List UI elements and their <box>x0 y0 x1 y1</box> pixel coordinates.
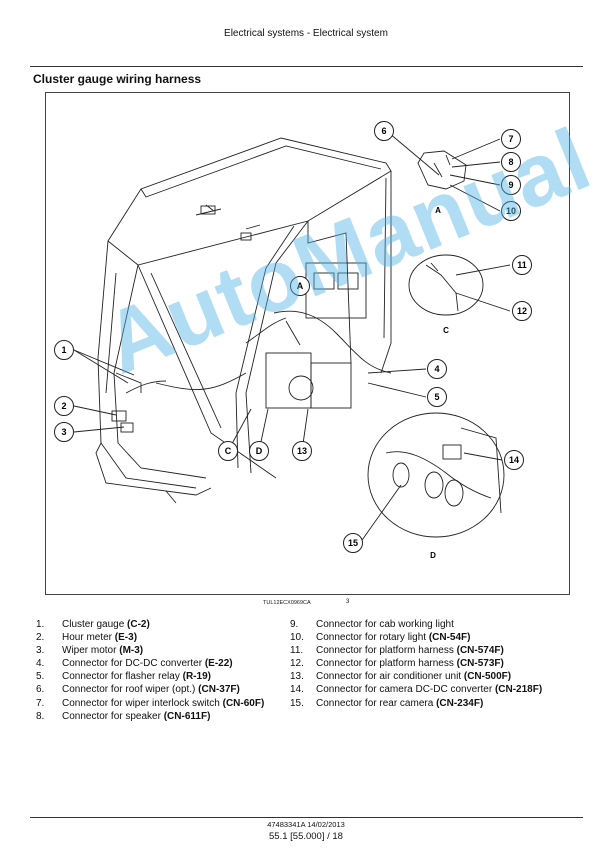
wiring-figure: 1 2 3 4 5 6 7 8 9 10 11 12 13 14 15 A C … <box>45 92 570 595</box>
callout-9: 9 <box>501 175 521 195</box>
legend-item: 10.Connector for rotary light (CN-54F) <box>290 632 471 644</box>
legend-item: 9.Connector for cab working light <box>290 619 454 630</box>
callouts: 1 2 3 4 5 6 7 8 9 10 11 12 13 14 15 A C … <box>54 121 532 553</box>
svg-text:15: 15 <box>348 538 358 548</box>
svg-text:9: 9 <box>508 180 513 190</box>
legend-item: 14.Connector for camera DC-DC converter … <box>290 684 543 696</box>
legend-item: 6.Connector for roof wiper (opt.) (CN-37… <box>36 684 240 696</box>
view-label-a: A <box>435 206 441 215</box>
callout-5: 5 <box>427 387 447 407</box>
callout-2: 2 <box>54 396 74 416</box>
footer-doc-ref: 47483341A 14/02/2013 <box>267 820 345 829</box>
legend-item: 5.Connector for flasher relay (R-19) <box>36 671 211 683</box>
detail-d-circle <box>367 412 505 538</box>
svg-text:10: 10 <box>506 206 516 216</box>
figure-code: TUL12ECX0969CA <box>263 600 311 606</box>
callout-10: 10 <box>501 201 521 221</box>
svg-text:A: A <box>297 281 304 291</box>
svg-text:6: 6 <box>381 126 386 136</box>
legend-item: 1.Cluster gauge (C-2) <box>36 619 150 630</box>
legend-item: 3.Wiper motor (M-3) <box>36 645 144 657</box>
legend-item: 4.Connector for DC-DC converter (E-22) <box>36 658 233 670</box>
view-label-d: D <box>430 551 436 560</box>
callout-13: 13 <box>292 441 312 461</box>
harness <box>273 310 392 374</box>
legend-item: 15.Connector for rear camera (CN-234F) <box>290 697 484 709</box>
legend-item: 13.Connector for air conditioner unit (C… <box>290 671 512 683</box>
detail-c-circle <box>408 254 484 316</box>
svg-text:14: 14 <box>509 455 519 465</box>
callout-8: 8 <box>501 152 521 172</box>
header-rule <box>30 66 583 67</box>
callout-3: 3 <box>54 422 74 442</box>
svg-text:D: D <box>256 446 263 456</box>
legend-item: 8.Connector for speaker (CN-611F) <box>36 710 211 722</box>
callout-view-a: A <box>290 276 310 296</box>
footer-page-number: 55.1 [55.000] / 18 <box>269 831 343 842</box>
footer-rule <box>30 817 583 818</box>
figure-number: 3 <box>346 599 350 605</box>
callout-15: 15 <box>343 533 363 553</box>
svg-text:8: 8 <box>508 157 513 167</box>
svg-text:1: 1 <box>61 345 66 355</box>
callout-4: 4 <box>427 359 447 379</box>
cab-front-pillar <box>245 220 309 474</box>
svg-text:5: 5 <box>434 392 439 402</box>
legend-column-right: 9.Connector for cab working light 10.Con… <box>290 618 542 710</box>
legend-item: 7.Connector for wiper interlock switch (… <box>36 697 265 709</box>
svg-text:3: 3 <box>61 427 66 437</box>
running-header: Electrical systems - Electrical system <box>224 28 388 39</box>
callout-7: 7 <box>501 129 521 149</box>
svg-text:2: 2 <box>61 401 66 411</box>
svg-text:13: 13 <box>297 446 307 456</box>
callout-12: 12 <box>512 301 532 321</box>
svg-text:C: C <box>225 446 232 456</box>
callout-11: 11 <box>512 255 532 275</box>
callout-view-d: D <box>249 441 269 461</box>
leader-lines <box>73 132 511 544</box>
cab-roof <box>107 137 392 266</box>
cab-illustration: 1 2 3 4 5 6 7 8 9 10 11 12 13 14 15 A C … <box>54 121 532 560</box>
legend-column-left: 1.Cluster gauge (C-2) 2.Hour meter (E-3)… <box>36 618 264 723</box>
legend-item: 11.Connector for platform harness (CN-57… <box>290 645 504 657</box>
view-label-c: C <box>443 326 449 335</box>
svg-text:11: 11 <box>517 260 527 270</box>
svg-text:4: 4 <box>434 364 439 374</box>
legend-item: 12.Connector for platform harness (CN-57… <box>290 658 504 670</box>
svg-text:12: 12 <box>517 306 527 316</box>
callout-14: 14 <box>504 450 524 470</box>
callout-6: 6 <box>374 121 394 141</box>
callout-1: 1 <box>54 340 74 360</box>
section-title: Cluster gauge wiring harness <box>33 72 202 86</box>
svg-text:7: 7 <box>508 134 513 144</box>
callout-view-c: C <box>218 441 238 461</box>
legend-item: 2.Hour meter (E-3) <box>36 632 138 644</box>
